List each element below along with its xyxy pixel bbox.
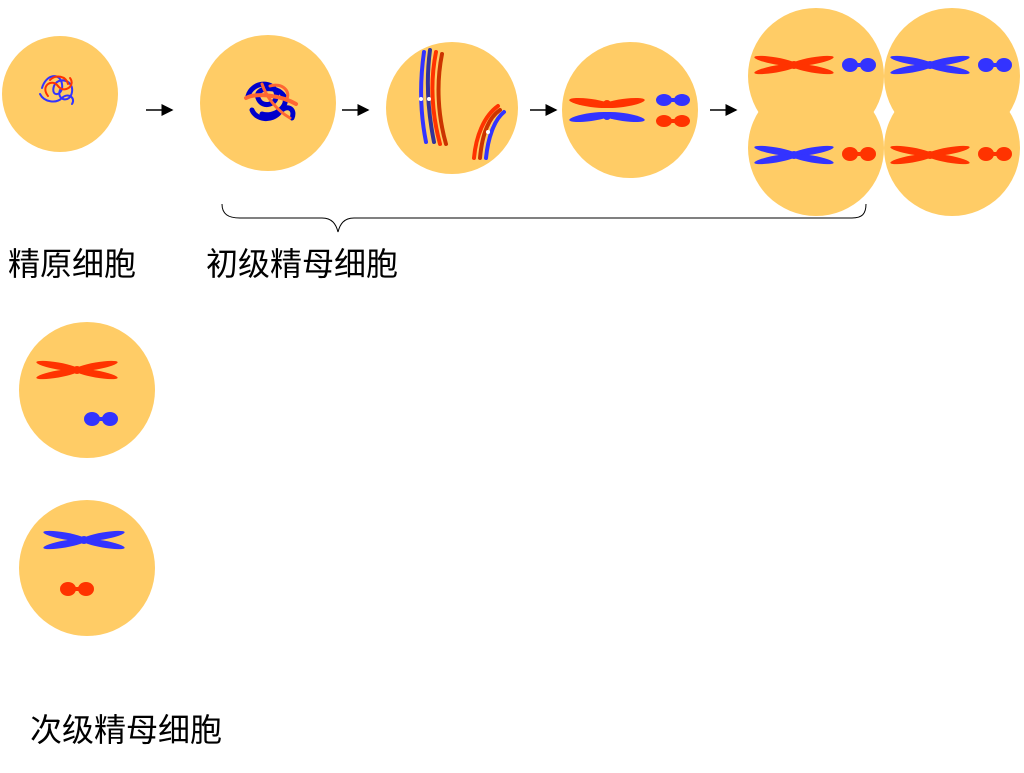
chromosome-short-red	[656, 115, 690, 127]
cell-primary-synapsis	[386, 42, 518, 174]
chromosome-long-blue	[754, 145, 834, 165]
chromosome-short-red	[978, 147, 1012, 161]
chromosome-long-red	[569, 97, 645, 109]
chromosome-long-blue	[43, 530, 125, 550]
tetrad-short	[472, 104, 506, 160]
chromosome-short-red	[60, 582, 94, 596]
chromosome-short-blue	[656, 94, 690, 106]
chromosome-long-red	[36, 360, 118, 380]
chromosome-short-red	[842, 147, 876, 161]
cell-secondary-2	[19, 500, 155, 636]
condensing-chromatin	[244, 81, 298, 121]
chromosome-short-blue	[978, 58, 1012, 72]
tetrad-long	[419, 48, 448, 146]
cell-cluster-division	[748, 8, 1020, 216]
chromatin-tangle	[39, 75, 74, 105]
chromosome-long-red	[754, 55, 834, 75]
label-primary-spermatocyte: 初级精母细胞	[206, 245, 399, 283]
chromosome-short-blue	[842, 58, 876, 72]
cell-spermatogonium	[2, 36, 118, 152]
label-secondary-spermatocyte: 次级精母细胞	[30, 711, 223, 749]
chromosome-short-blue	[84, 412, 118, 426]
chromosome-long-blue	[890, 55, 970, 75]
cell-primary-prophase	[200, 35, 336, 171]
chromosome-long-red	[890, 145, 970, 165]
cell-secondary-1	[19, 322, 155, 458]
label-spermatogonium: 精原细胞	[8, 245, 137, 283]
curly-brace	[221, 203, 867, 233]
chromosome-long-blue	[569, 111, 645, 123]
cell-primary-metaphase	[562, 42, 698, 178]
